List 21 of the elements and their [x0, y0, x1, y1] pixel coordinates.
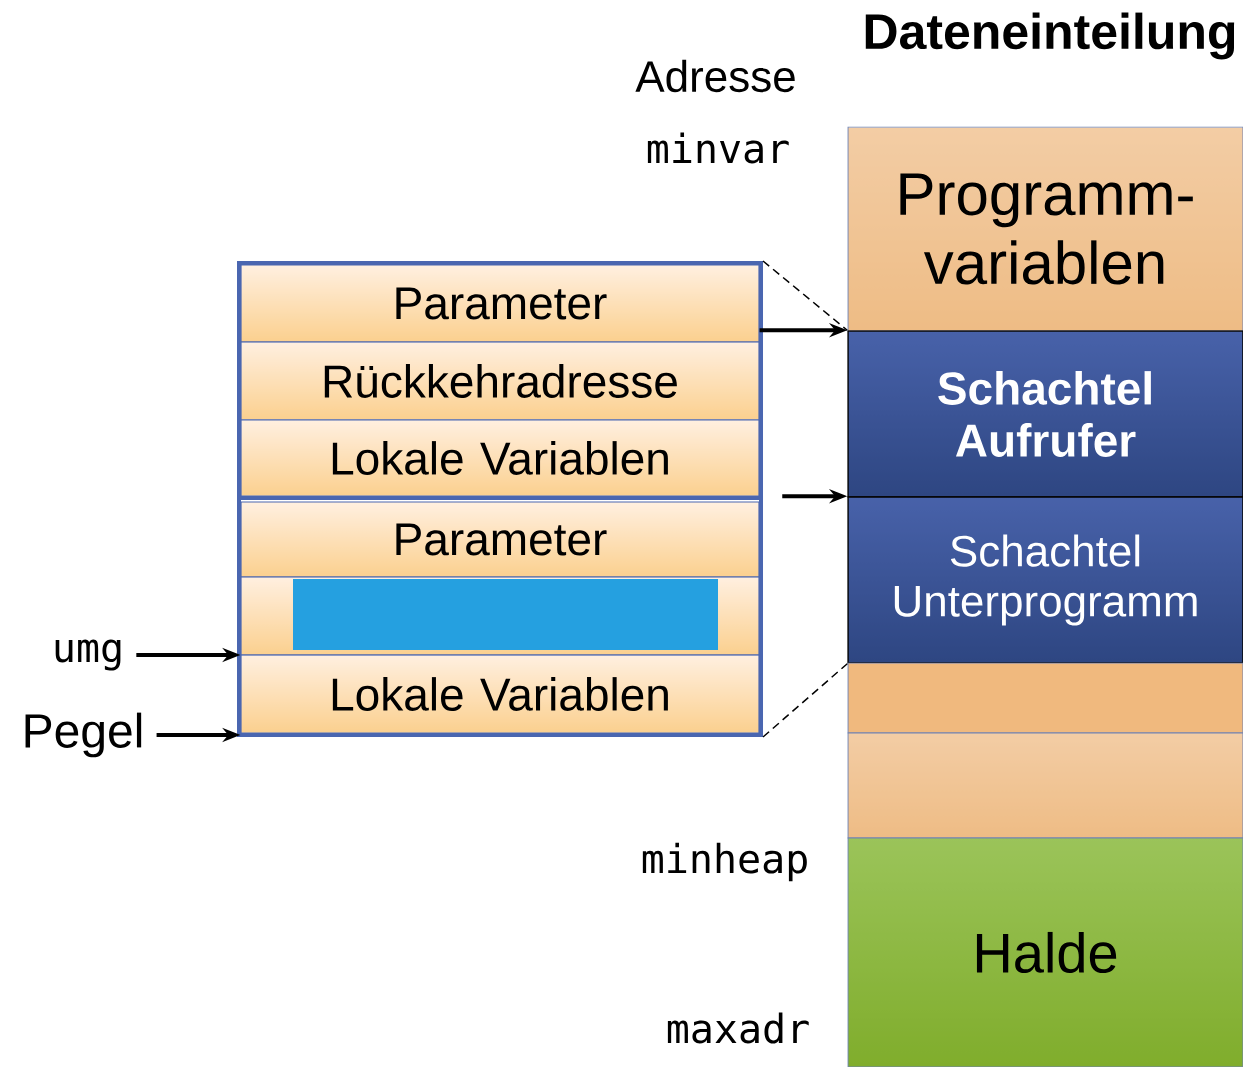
- memory-segment: Programm- variablen: [847, 126, 1243, 332]
- address-label: minvar: [647, 132, 789, 164]
- stack-row: Rückkehradresse: [240, 341, 760, 421]
- memory-segment: [847, 662, 1243, 734]
- address-label: minheap: [642, 842, 807, 882]
- memory-segment: Schachtel Aufrufer: [847, 330, 1243, 498]
- stack-row: Lokale Variablen: [240, 654, 760, 734]
- memory-segment: [847, 732, 1243, 839]
- dashed-line: [762, 663, 848, 738]
- column-heading: Adresse: [635, 59, 795, 93]
- stack-row: Lokale Variablen: [240, 419, 760, 497]
- pointer-label: Pegel: [25, 712, 142, 758]
- stack-row: Parameter: [240, 501, 760, 578]
- stack-frame: [237, 496, 763, 737]
- memory-segment: Schachtel Unterprogramm: [847, 496, 1243, 664]
- stack-row: Parameter: [240, 264, 760, 343]
- address-label: maxadr: [667, 1012, 809, 1044]
- stack-row: [240, 576, 760, 656]
- dashed-line: [762, 260, 848, 331]
- heading: Dateneinteilung: [865, 12, 1235, 60]
- pointer-label: umg: [55, 639, 121, 671]
